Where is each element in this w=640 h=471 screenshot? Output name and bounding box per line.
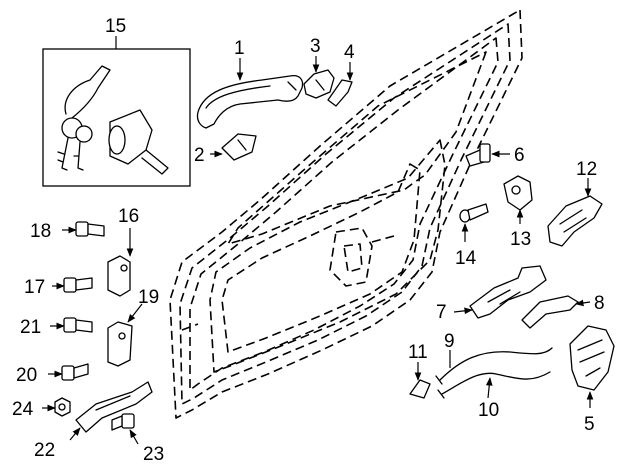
callout-2: 2 xyxy=(194,145,205,166)
part-2-handle-cap xyxy=(221,133,257,161)
part-3-handle-bracket-cap xyxy=(303,69,335,99)
callout-14: 14 xyxy=(455,248,477,269)
part-11-rod-clip xyxy=(409,379,431,399)
part-7-handle-frame xyxy=(469,265,547,319)
callout-23: 23 xyxy=(143,444,164,465)
callout-1: 1 xyxy=(234,38,245,59)
callout-17: 17 xyxy=(24,277,45,298)
callout-15: 15 xyxy=(105,16,126,37)
part-24-nut xyxy=(54,397,71,417)
callout-labels: 15 1 2 3 4 6 12 13 14 7 8 9 11 10 5 16 1… xyxy=(12,16,605,465)
part-6-bolt xyxy=(465,143,491,167)
part-13-striker xyxy=(503,175,533,211)
part-19-lower-hinge xyxy=(107,321,133,367)
part-15-lock-cylinder-kit xyxy=(42,36,191,187)
part-16-upper-hinge xyxy=(107,255,131,297)
part-1-outside-handle xyxy=(196,74,304,129)
callout-5: 5 xyxy=(584,414,595,435)
part-8-rod-bracket xyxy=(521,295,579,329)
part-23-bolt xyxy=(111,413,135,431)
callout-19: 19 xyxy=(138,287,159,308)
callout-22: 22 xyxy=(34,440,55,461)
part-5-door-latch xyxy=(569,325,615,391)
part-12-inside-handle xyxy=(547,195,603,247)
callout-10: 10 xyxy=(478,400,499,421)
callout-21: 21 xyxy=(20,317,41,338)
callout-18: 18 xyxy=(30,221,51,242)
callout-20: 20 xyxy=(16,365,37,386)
part-17-bolt xyxy=(63,277,93,293)
part-9-lock-rod xyxy=(435,347,553,385)
callout-4: 4 xyxy=(344,42,355,63)
callout-24: 24 xyxy=(12,399,34,420)
part-4-gasket xyxy=(327,79,353,107)
part-14-screw xyxy=(459,203,489,223)
callout-3: 3 xyxy=(310,36,321,57)
callout-11: 11 xyxy=(408,342,428,363)
callout-16: 16 xyxy=(118,206,139,227)
part-18-bolt xyxy=(75,221,105,237)
door-shell-outline xyxy=(169,9,523,419)
callout-13: 13 xyxy=(510,229,531,250)
callout-9: 9 xyxy=(444,331,455,352)
callout-12: 12 xyxy=(576,159,597,180)
leader-lines xyxy=(42,56,594,445)
part-10-handle-rod xyxy=(437,371,551,399)
callout-6: 6 xyxy=(514,145,525,166)
callout-8: 8 xyxy=(594,293,605,314)
callout-7: 7 xyxy=(436,302,447,323)
part-21-bolt xyxy=(63,317,93,333)
part-20-bolt xyxy=(61,363,89,381)
part-22-door-check xyxy=(75,381,153,433)
